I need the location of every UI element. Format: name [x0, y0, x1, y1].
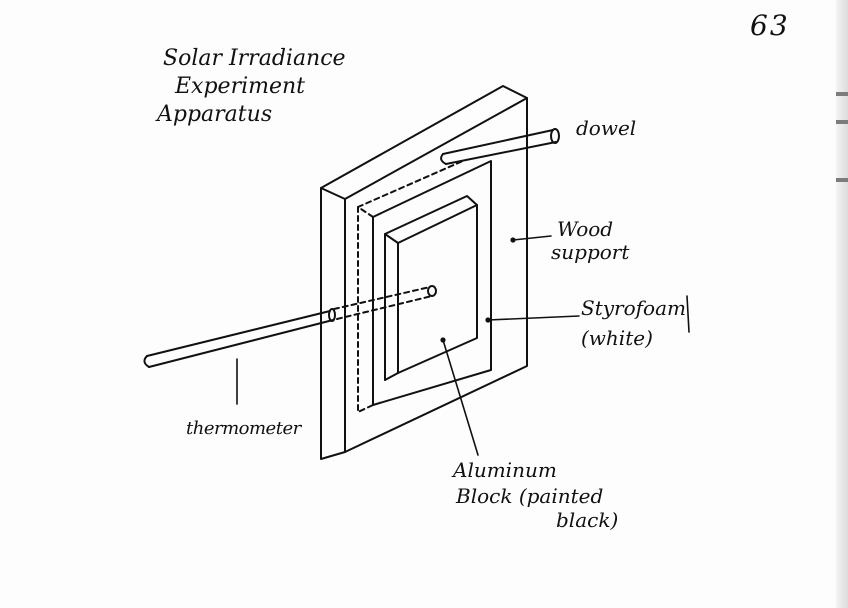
styrofoam-leader-dot [485, 317, 491, 323]
styrofoam-front-face [372, 160, 492, 406]
dowel-left-cap [440, 153, 447, 165]
dowel-right-cap [550, 128, 560, 144]
dowel-label: dowel [576, 116, 637, 140]
wood-support-leader-dot [510, 237, 516, 243]
dowel-top-edge [442, 129, 554, 155]
diagram-title-line-1: Solar Irradiance [163, 46, 346, 71]
styrofoam-leader [487, 315, 580, 321]
thermometer-hidden-bottom [336, 295, 433, 320]
styrofoam-hidden-top-edge [357, 159, 466, 208]
page-number: 63 [750, 9, 790, 42]
aluminum-block-bottom-edge [384, 372, 399, 381]
styrofoam-frame [357, 159, 492, 413]
edge-mark [836, 92, 848, 96]
thermometer-top-edge [146, 310, 331, 357]
aluminum-label-line-2: Block (painted [456, 484, 604, 508]
edge-mark [836, 178, 848, 182]
styrofoam-label-line-2: (white) [581, 326, 653, 350]
wood-support-label-line-2: support [551, 240, 630, 264]
thermometer-wall-opening [328, 308, 336, 322]
thermometer-label: thermometer [186, 418, 301, 439]
aluminum-leader [442, 339, 479, 456]
wood-support-label-line-1: Wood [557, 217, 614, 241]
leader-lines [236, 235, 690, 456]
aluminum-block [384, 195, 478, 381]
dowel-bottom-edge [445, 141, 557, 165]
dowel [440, 128, 560, 165]
styrofoam-hidden-edge [357, 206, 374, 413]
wood-support-top-edge [320, 85, 528, 189]
aluminum-block-front-face [397, 204, 478, 374]
diagram-title-line-2: Experiment [175, 74, 306, 99]
styrofoam-label-line-1: Styrofoam [581, 296, 686, 320]
thermometer [143, 285, 437, 368]
aluminum-label-line-1: Aluminum [453, 458, 557, 482]
aluminum-leader-dot [440, 337, 446, 343]
edge-mark [836, 120, 848, 124]
diagram-title-line-3: Apparatus [157, 102, 273, 127]
styrofoam-label-bracket [686, 295, 690, 333]
thermometer-bulb [427, 285, 437, 297]
aluminum-block-side-edge [384, 195, 478, 244]
wood-support [320, 85, 528, 460]
thermometer-bottom-edge [148, 319, 334, 368]
wood-support-side-face [320, 187, 346, 460]
wood-support-leader [512, 235, 552, 241]
aluminum-label-line-3: black) [556, 508, 619, 532]
scanned-page-edge [836, 0, 848, 608]
thermometer-end-cap [143, 355, 150, 368]
thermometer-hidden-top [333, 286, 431, 310]
